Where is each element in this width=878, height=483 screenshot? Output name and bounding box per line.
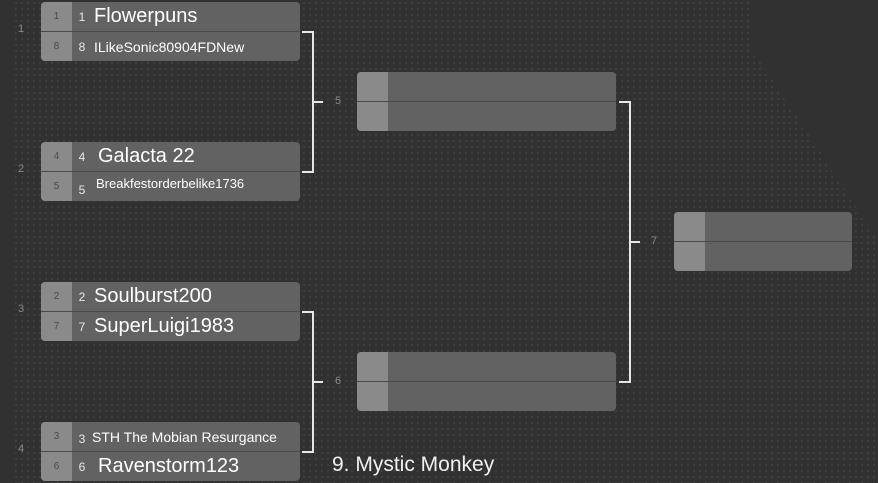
seed-badge: 8: [41, 32, 72, 61]
seed-badge: [357, 352, 388, 381]
player-name: [388, 102, 616, 131]
match-1-slot-1[interactable]: 1 1 Flowerpuns: [41, 2, 300, 32]
match-1-slot-2[interactable]: 8 8 ILikeSonic80904FDNew: [41, 32, 300, 61]
seed-badge: [674, 242, 705, 271]
player-name: Flowerpuns: [94, 5, 198, 27]
seed-badge: [357, 102, 388, 131]
player-seed: 4: [78, 149, 86, 164]
player-seed: 8: [78, 39, 86, 54]
player-seed: 1: [78, 9, 86, 24]
player-name: [388, 382, 616, 411]
seed-badge: 7: [41, 312, 72, 341]
match-number-7: 7: [650, 235, 658, 247]
seed-badge: 4: [41, 142, 72, 171]
match-5-slot-1[interactable]: [357, 72, 616, 102]
player-name: [705, 242, 852, 271]
match-number-2: 2: [17, 163, 25, 175]
match-3-slot-1[interactable]: 2 2 Soulburst200: [41, 282, 300, 312]
connector-tick-5: [313, 101, 323, 103]
match-4[interactable]: 3 3 STH The Mobian Resurgance 6 6 Ravens…: [41, 422, 300, 481]
match-number-4: 4: [17, 443, 25, 455]
match-5[interactable]: [357, 72, 616, 131]
match-6[interactable]: [357, 352, 616, 411]
match-4-slot-2[interactable]: 6 6 Ravenstorm123: [41, 452, 300, 481]
connector-tick-6: [313, 381, 323, 383]
match-number-6: 6: [334, 375, 342, 387]
seed-badge: [357, 72, 388, 101]
player-name: Soulburst200: [94, 285, 212, 307]
seed-badge: 5: [41, 172, 72, 201]
match-7-slot-1[interactable]: [674, 212, 852, 242]
seed-badge: [674, 212, 705, 241]
player-name: Breakfestorderbelike1736: [96, 176, 245, 191]
seed-badge: [357, 382, 388, 411]
match-2-slot-1[interactable]: 4 4 Galacta 22: [41, 142, 300, 172]
match-5-slot-2[interactable]: [357, 102, 616, 131]
player-seed: 7: [78, 319, 86, 334]
match-3[interactable]: 2 2 Soulburst200 7 7 SuperLuigi1983: [41, 282, 300, 341]
seed-badge: 2: [41, 282, 72, 311]
player-name: SuperLuigi1983: [94, 315, 235, 337]
match-7-final[interactable]: [674, 212, 852, 271]
seed-badge: 3: [41, 422, 72, 451]
match-number-5: 5: [334, 95, 342, 107]
match-number-3: 3: [17, 303, 25, 315]
player-name: STH The Mobian Resurgance: [92, 428, 277, 445]
match-4-slot-1[interactable]: 3 3 STH The Mobian Resurgance: [41, 422, 300, 452]
match-number-1: 1: [17, 23, 25, 35]
match-7-slot-2[interactable]: [674, 242, 852, 271]
player-name: Galacta 22: [98, 145, 195, 167]
player-name: [388, 352, 616, 381]
player-name: [705, 212, 852, 241]
seed-badge: 6: [41, 452, 72, 481]
connector-tick-7: [630, 241, 640, 243]
match-2-slot-2[interactable]: 5 5 Breakfestorderbelike1736: [41, 172, 300, 201]
match-3-slot-2[interactable]: 7 7 SuperLuigi1983: [41, 312, 300, 341]
player-name: [388, 72, 616, 101]
extra-entry-label: 9. Mystic Monkey: [332, 453, 495, 476]
match-1[interactable]: 1 1 Flowerpuns 8 8 ILikeSonic80904FDNew: [41, 2, 300, 61]
player-seed: 3: [78, 431, 86, 446]
player-seed: 5: [78, 182, 86, 197]
player-seed: 2: [78, 289, 86, 304]
player-seed: 6: [78, 459, 86, 474]
match-6-slot-2[interactable]: [357, 382, 616, 411]
seed-badge: 1: [41, 2, 72, 31]
match-6-slot-1[interactable]: [357, 352, 616, 382]
player-name: ILikeSonic80904FDNew: [94, 38, 245, 55]
player-name: Ravenstorm123: [98, 455, 240, 477]
match-2[interactable]: 4 4 Galacta 22 5 5 Breakfestorderbelike1…: [41, 142, 300, 201]
